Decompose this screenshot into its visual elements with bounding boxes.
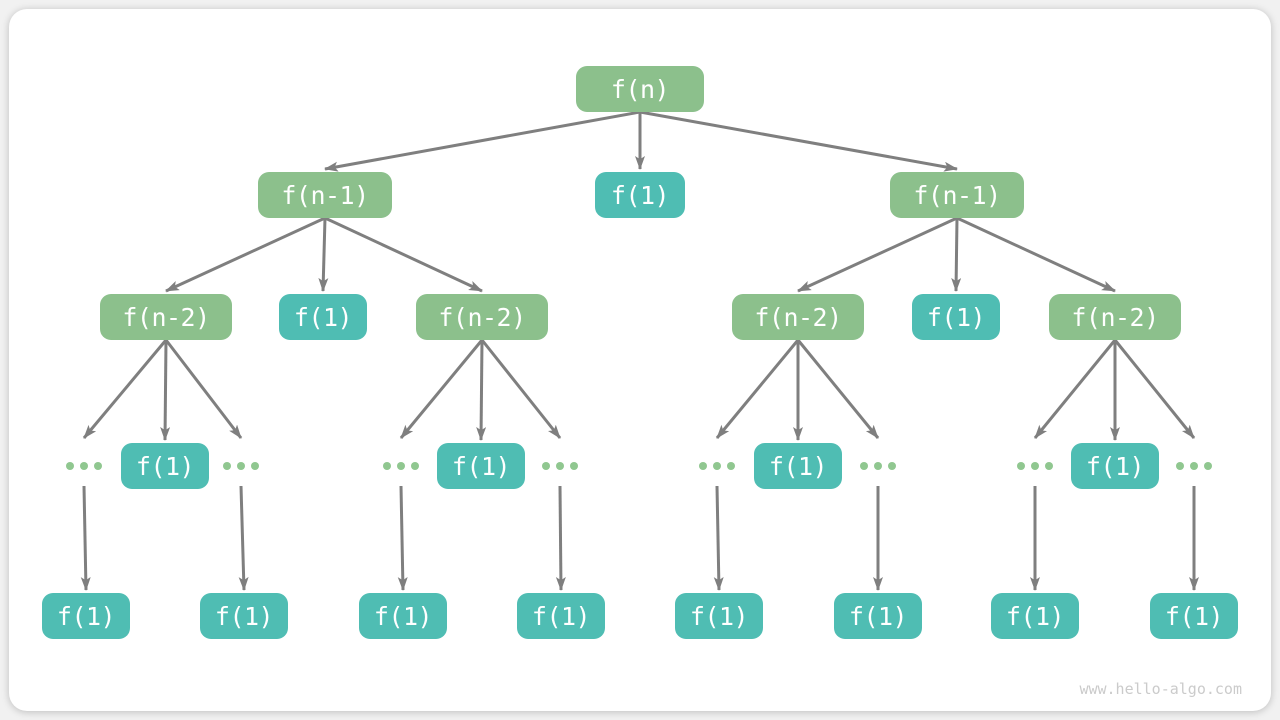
- ellipsis-node: [383, 462, 419, 470]
- tree-node-a3: f(n-1): [890, 172, 1024, 218]
- watermark: www.hello-algo.com: [1079, 680, 1242, 698]
- tree-node-b2: f(1): [279, 294, 367, 340]
- tree-node-l4: f(1): [517, 593, 605, 639]
- ellipsis-node: [223, 462, 259, 470]
- dot-icon: [411, 462, 419, 470]
- tree-node-l8: f(1): [1150, 593, 1238, 639]
- tree-node-r: f(n): [576, 66, 704, 112]
- tree-node-b5: f(1): [912, 294, 1000, 340]
- dot-icon: [1031, 462, 1039, 470]
- tree-node-c2: f(1): [437, 443, 525, 489]
- tree-node-b6: f(n-2): [1049, 294, 1181, 340]
- ellipsis-node: [1017, 462, 1053, 470]
- tree-node-b1: f(n-2): [100, 294, 232, 340]
- tree-node-a2: f(1): [595, 172, 685, 218]
- dot-icon: [874, 462, 882, 470]
- dot-icon: [1176, 462, 1184, 470]
- dot-icon: [570, 462, 578, 470]
- tree-node-c3: f(1): [754, 443, 842, 489]
- ellipsis-node: [542, 462, 578, 470]
- dot-icon: [251, 462, 259, 470]
- tree-node-c4: f(1): [1071, 443, 1159, 489]
- dot-icon: [223, 462, 231, 470]
- dot-icon: [66, 462, 74, 470]
- dot-icon: [1017, 462, 1025, 470]
- dot-icon: [94, 462, 102, 470]
- dot-icon: [80, 462, 88, 470]
- tree-node-l7: f(1): [991, 593, 1079, 639]
- dot-icon: [860, 462, 868, 470]
- tree-node-l1: f(1): [42, 593, 130, 639]
- dot-icon: [542, 462, 550, 470]
- dot-icon: [1190, 462, 1198, 470]
- dot-icon: [727, 462, 735, 470]
- dot-icon: [1045, 462, 1053, 470]
- tree-node-l3: f(1): [359, 593, 447, 639]
- tree-node-l2: f(1): [200, 593, 288, 639]
- tree-node-l5: f(1): [675, 593, 763, 639]
- tree-node-c1: f(1): [121, 443, 209, 489]
- tree-node-b3: f(n-2): [416, 294, 548, 340]
- dot-icon: [699, 462, 707, 470]
- dot-icon: [397, 462, 405, 470]
- ellipsis-node: [699, 462, 735, 470]
- dot-icon: [237, 462, 245, 470]
- dot-icon: [713, 462, 721, 470]
- ellipsis-node: [66, 462, 102, 470]
- tree-node-b4: f(n-2): [732, 294, 864, 340]
- tree-node-a1: f(n-1): [258, 172, 392, 218]
- dot-icon: [556, 462, 564, 470]
- dot-icon: [383, 462, 391, 470]
- ellipsis-node: [860, 462, 896, 470]
- dot-icon: [1204, 462, 1212, 470]
- tree-node-l6: f(1): [834, 593, 922, 639]
- ellipsis-node: [1176, 462, 1212, 470]
- dot-icon: [888, 462, 896, 470]
